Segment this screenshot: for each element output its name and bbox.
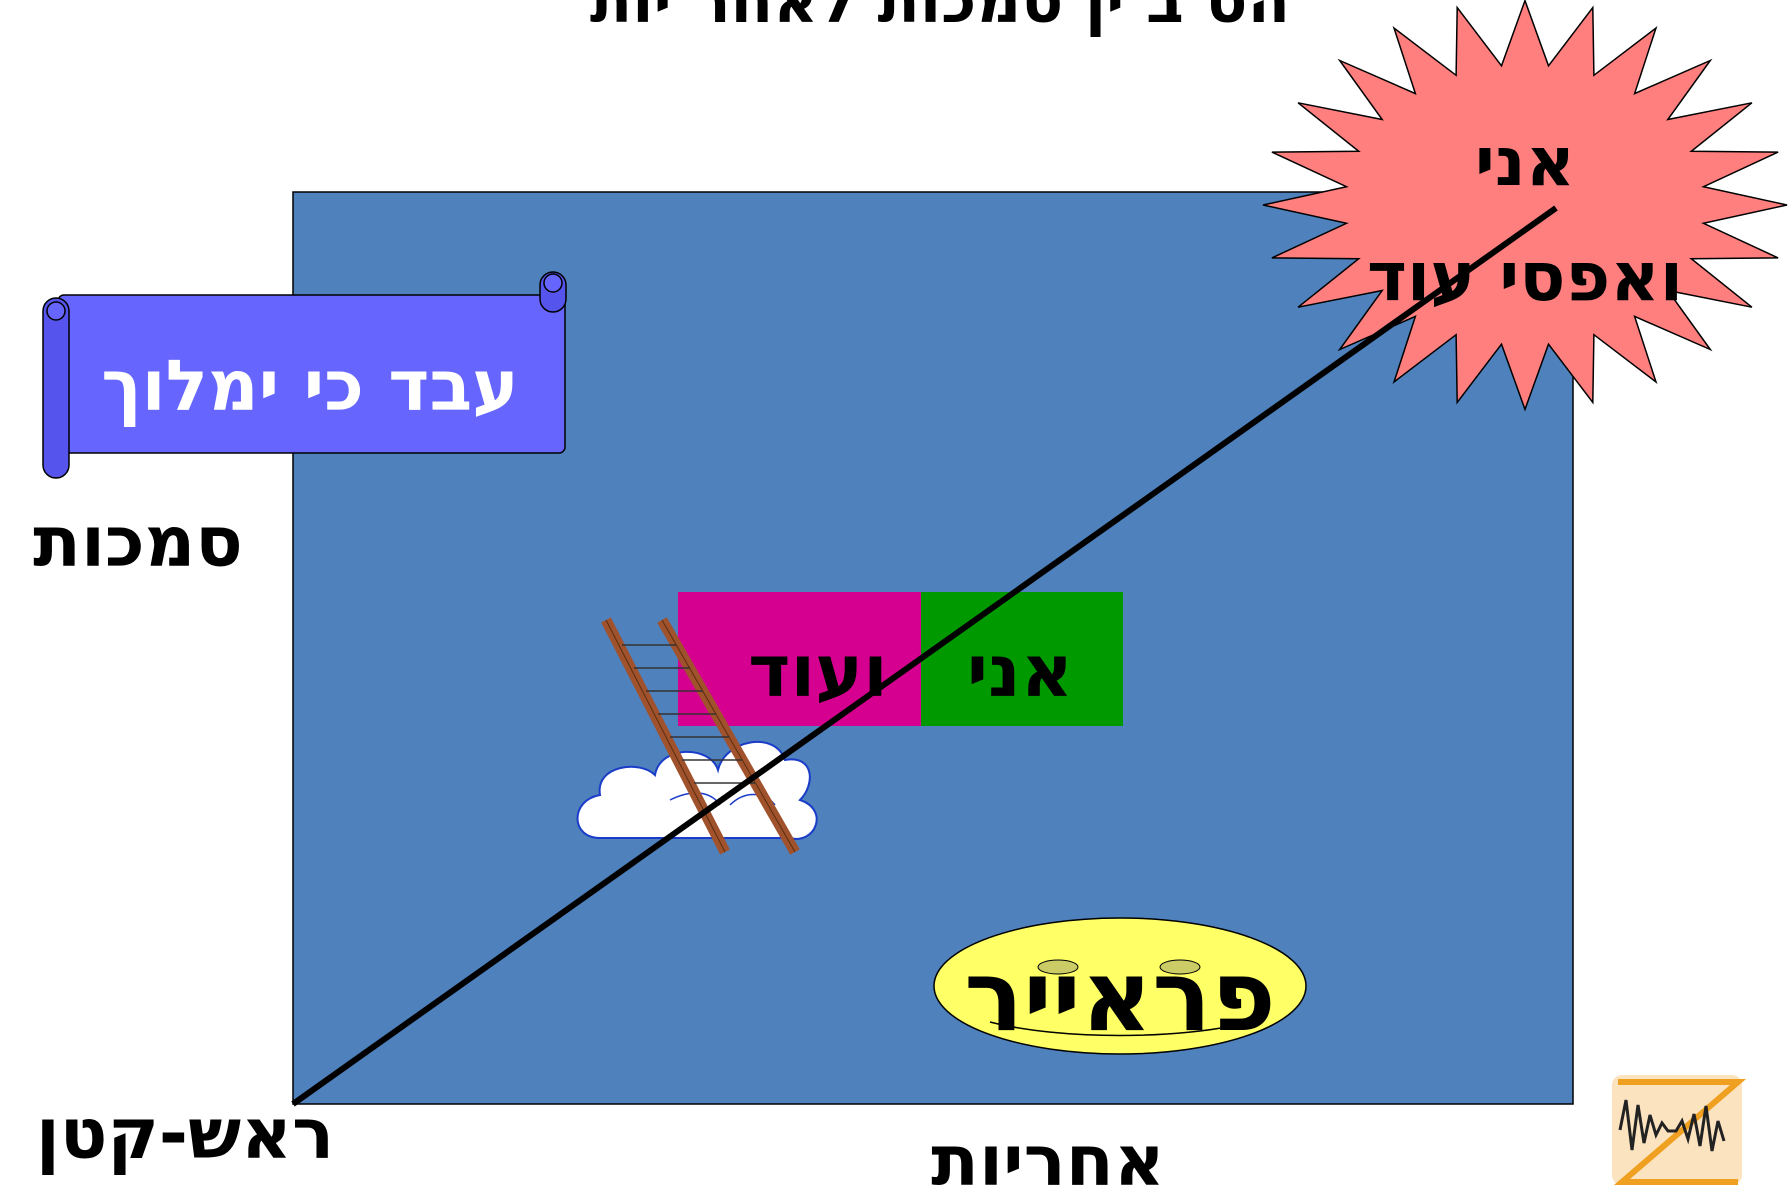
yellow-ellipse: פראייר [933,917,1307,1055]
green-box [921,592,1123,726]
magenta-box [678,592,923,726]
x-axis-label: אחריות [931,1120,1165,1189]
ellipse-text: פראייר [964,940,1276,1054]
origin-label: ראש-קטן [36,1093,334,1175]
starburst-line1: אני [1475,123,1575,202]
diagonal-line [291,205,1558,1107]
scroll-banner: עבד כי ימלוך [42,271,567,479]
y-axis-label: סמכות [33,501,243,583]
slide-title: הס ב ין סמכות לאחר יות [590,0,1290,37]
green-box-text: אני [967,629,1073,713]
scroll-text: עבד כי ימלוך [101,345,519,427]
squiggle-logo-icon [1612,1075,1747,1185]
starburst: אני ואפסי עוד [1262,0,1788,412]
